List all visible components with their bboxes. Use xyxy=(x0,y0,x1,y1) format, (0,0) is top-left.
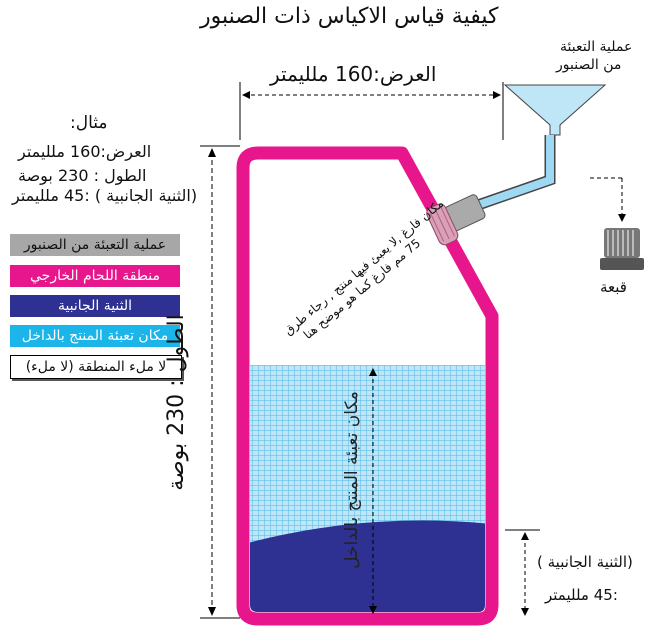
legend-gusset: الثنية الجانبية xyxy=(10,295,180,317)
example-gusset: (الثنية الجانبية ) :45 ملليمتر xyxy=(12,186,198,205)
fill-area-label: مكان تعبئة المنتج بالداخل xyxy=(341,391,362,569)
cap-icon xyxy=(600,228,644,270)
page-title: كيفية قياس الاكياس ذات الصنبور xyxy=(200,4,499,29)
legend-no-fill: لا ملء المنطقة (لا ملء) xyxy=(10,355,182,379)
gusset-label-1: (الثنية الجانبية ) xyxy=(537,553,633,571)
spout-icon xyxy=(426,194,486,246)
width-label: العرض:160 ملليمتر xyxy=(270,62,437,86)
cap-label: قبعة xyxy=(600,278,627,296)
legend-spout-filling: عملية التعبئة من الصنبور xyxy=(10,234,180,256)
gusset-label-2: :45 ملليمتر xyxy=(545,586,618,604)
example-length: الطول : 230 بوصة xyxy=(18,166,147,185)
funnel-icon xyxy=(476,84,607,211)
gusset-area xyxy=(250,520,485,612)
width-dimension xyxy=(239,82,504,140)
example-heading: مثال: xyxy=(70,113,108,133)
length-dimension xyxy=(200,145,240,619)
example-width: العرض:160 ملليمتر xyxy=(18,142,152,161)
funnel-label-1: عملية التعبئة xyxy=(560,39,633,55)
legend-outer-seal: منطقة اللحام الخارجي xyxy=(10,265,180,287)
funnel-label-2: من الصنبور xyxy=(556,57,622,73)
outer-seal xyxy=(236,146,499,626)
legend-fill-area: مكان تعبئة المنتج بالداخل xyxy=(10,325,180,347)
length-label: الطول : 230 بوصة xyxy=(163,314,189,491)
